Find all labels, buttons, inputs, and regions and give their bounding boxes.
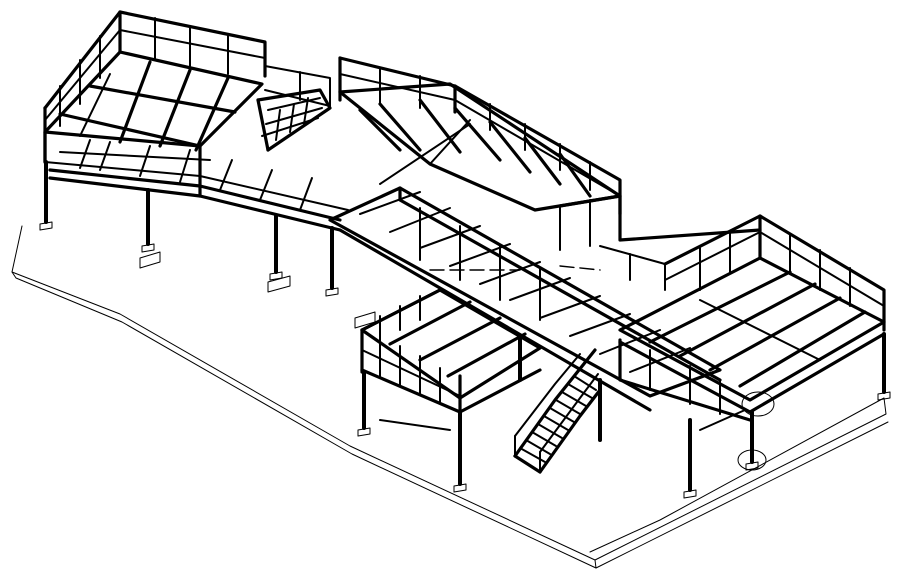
upper-left-front-beams — [48, 139, 342, 232]
stair — [513, 348, 602, 474]
upper-inner-stair — [256, 88, 332, 152]
guardrail-upper-left — [43, 10, 331, 164]
guardrail-right — [618, 214, 886, 422]
middle-platform — [338, 82, 622, 212]
upper-left-platform — [43, 50, 349, 211]
guardrail-lower-left — [360, 288, 462, 414]
support-columns — [44, 160, 886, 492]
guardrail-walkway — [419, 194, 762, 321]
column-base-plates — [39, 221, 891, 499]
lower-left-platform — [360, 288, 542, 414]
